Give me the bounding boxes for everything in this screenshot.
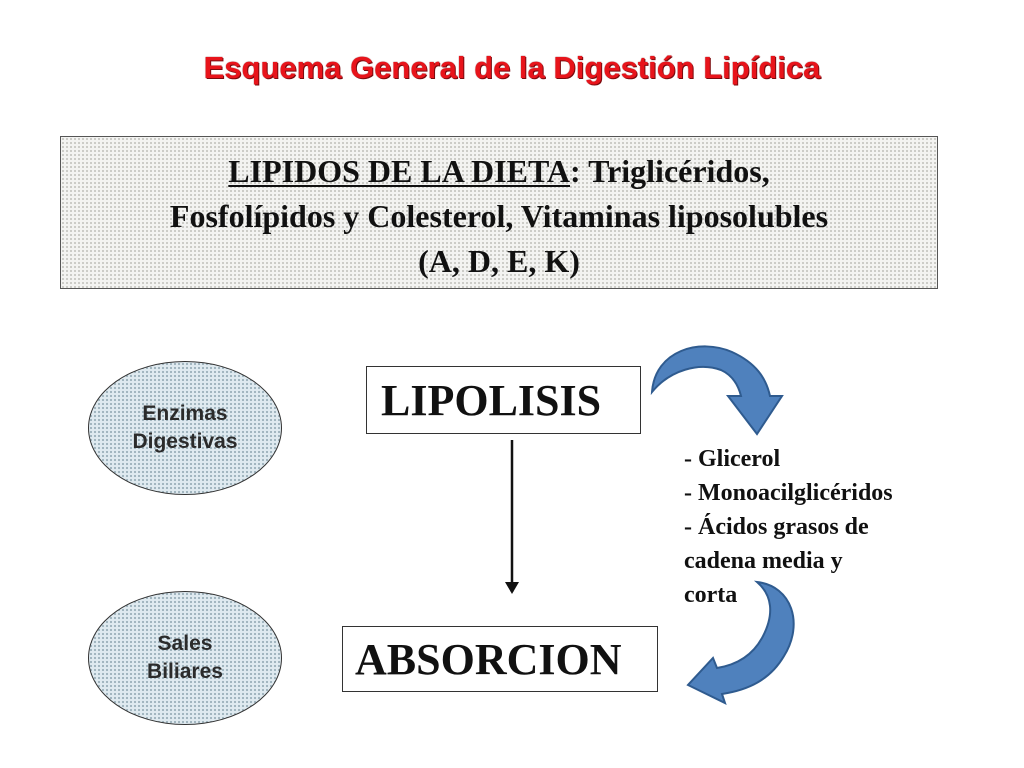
- curved-arrow-icon: [686, 580, 795, 705]
- curved-arrow-icon: [650, 345, 784, 436]
- product-item: - Monoacilglicéridos: [684, 480, 893, 506]
- products-list: - Glicerol - Monoacilglicéridos - Ácidos…: [684, 442, 964, 612]
- product-item: - Glicerol: [684, 446, 781, 472]
- product-item: - Ácidos grasos de: [684, 514, 869, 540]
- lipolisis-box: LIPOLISIS: [366, 366, 641, 434]
- diet-lipids-box: LIPIDOS DE LA DIETA: Triglicéridos, Fosf…: [60, 136, 938, 289]
- absorcion-box: ABSORCION: [342, 626, 658, 692]
- diet-line-3: (A, D, E, K): [418, 243, 580, 279]
- diet-heading: LIPIDOS DE LA DIETA: [228, 153, 571, 189]
- enzimas-digestivas-ellipse: Enzimas Digestivas: [88, 361, 282, 495]
- enzimas-line-1: Enzimas: [142, 402, 228, 425]
- sales-line-2: Biliares: [147, 660, 223, 683]
- diet-line-1: LIPIDOS DE LA DIETA: Triglicéridos,: [61, 149, 937, 194]
- diet-line-1-rest: : Triglicéridos,: [570, 153, 770, 189]
- enzimas-line-2: Digestivas: [132, 430, 238, 453]
- sales-line-1: Sales: [157, 632, 213, 655]
- product-item: cadena media y: [684, 548, 843, 574]
- sales-biliares-ellipse: Sales Biliares: [88, 591, 282, 725]
- diet-line-2: Fosfolípidos y Colesterol, Vitaminas lip…: [169, 198, 829, 234]
- page-title: Esquema General de la Digestión Lipídica: [203, 50, 821, 85]
- product-item: corta: [684, 582, 738, 608]
